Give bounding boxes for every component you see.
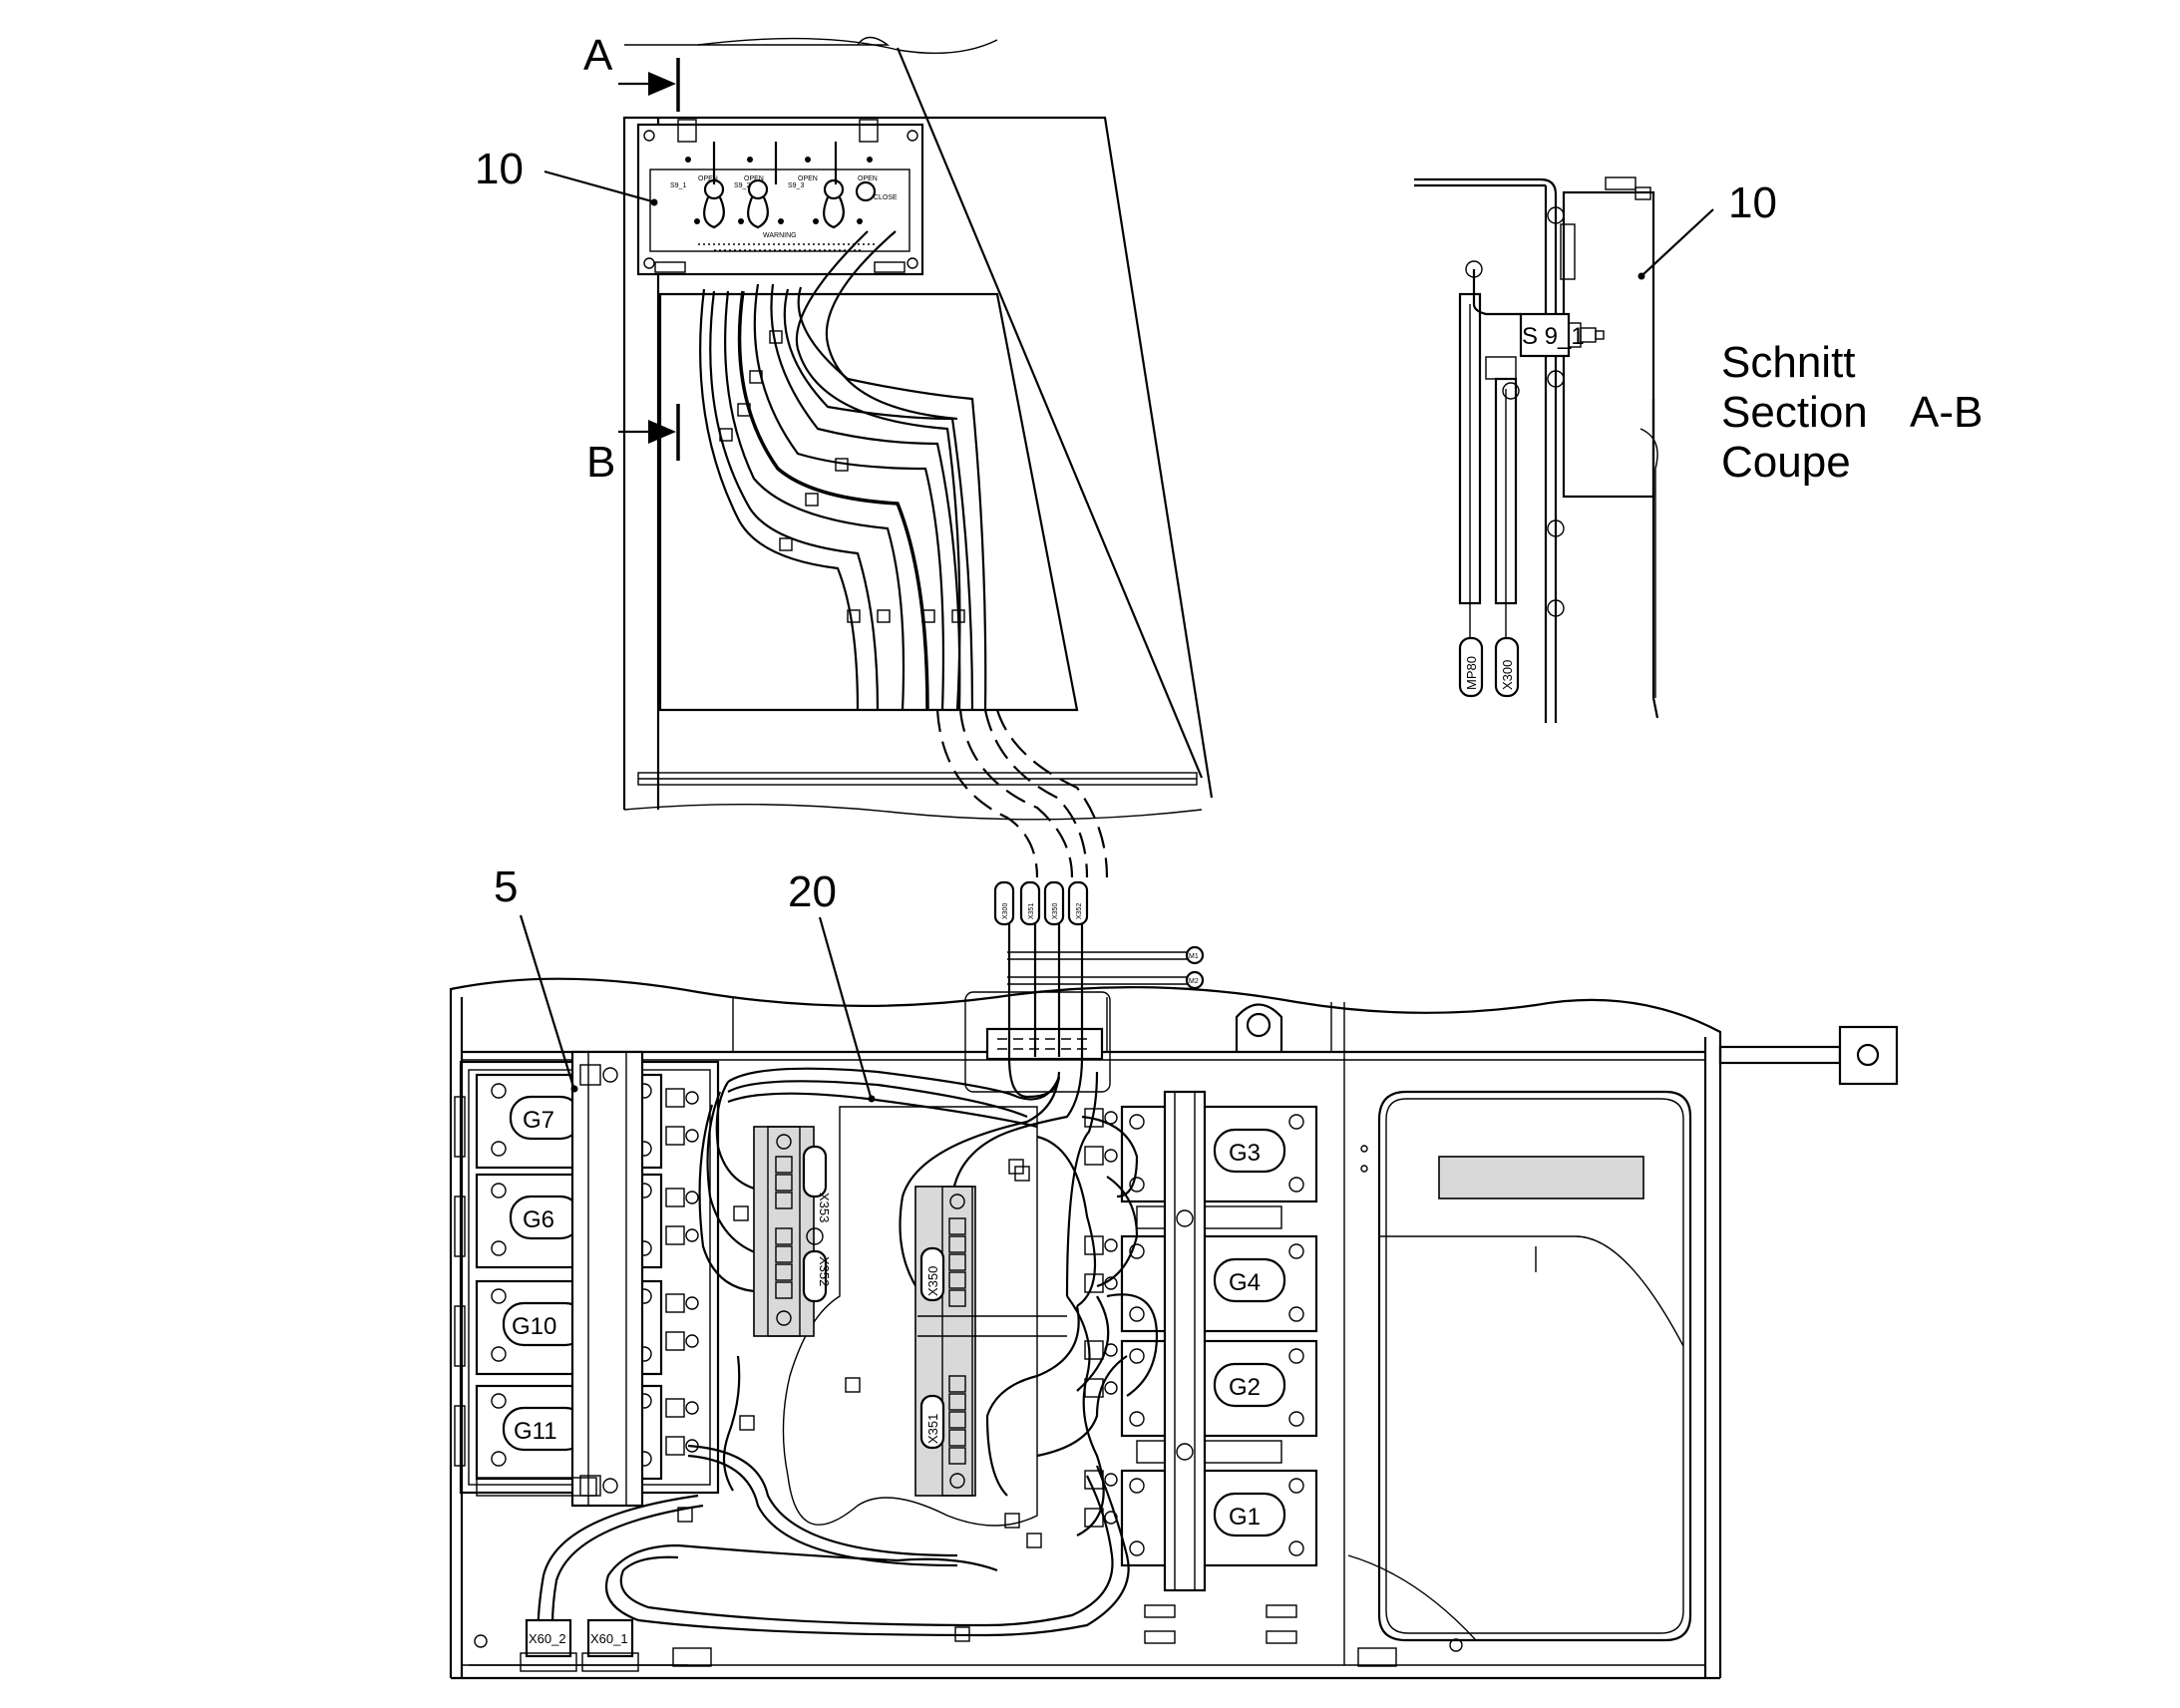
left-module-stack: G7 G6 G10 G11 (454, 1050, 720, 1508)
cable-feed: X300 X351 X350 X352 M1 M2 (964, 880, 1205, 1099)
module-cell-g2: G2 (1120, 1339, 1318, 1438)
feed-tag-1: X300 (1002, 903, 1009, 919)
module-label-g4: G4 (1229, 1269, 1261, 1296)
control-panel: OPEN OPEN OPEN OPEN S9_1 S9_2 S9_3 CLOSE… (636, 119, 924, 276)
module-cell-g11: G11 (475, 1384, 663, 1481)
warning-heading: WARNING (763, 232, 797, 239)
connector-x60-2: X60_2 (529, 1631, 566, 1646)
close-label: CLOSE (874, 194, 898, 201)
callout-5: 5 (494, 862, 518, 911)
module-label-g2: G2 (1229, 1374, 1261, 1401)
feed-tag-3: X350 (1052, 903, 1059, 919)
section-markers: A B (583, 31, 680, 487)
switch-id-3: S9_3 (788, 182, 804, 189)
switch-open-label-1: OPEN (698, 175, 718, 182)
callout-10-upper: 10 (475, 145, 524, 193)
module-cell-g4: G4 (1120, 1234, 1318, 1333)
section-ab-view: S 9_1 MP80 X300 (1414, 176, 1659, 723)
section-marker-b: B (586, 438, 615, 487)
switch-open-label-3: OPEN (798, 175, 818, 182)
fuse-tag-m1: M1 (1189, 953, 1199, 960)
switch-id-1: S9_1 (670, 182, 686, 189)
section-title-de: Schnitt (1721, 338, 1856, 387)
leader-20 (818, 916, 873, 1098)
module-label-g1: G1 (1229, 1504, 1261, 1531)
terminal-blocks: X353 X352 X350 X351 (753, 1126, 1067, 1497)
centre-mounting-plate (782, 1106, 1038, 1527)
module-cell-g3: G3 (1120, 1105, 1318, 1203)
leader-10-upper (544, 170, 653, 203)
callout-10-section: 10 (1728, 178, 1777, 227)
callout-20: 20 (788, 867, 837, 916)
module-label-g11: G11 (514, 1418, 557, 1445)
module-cell-g1: G1 (1120, 1469, 1318, 1567)
switch-s9-1-tag: S 9_1 (1522, 323, 1585, 350)
leader-10-section (1642, 208, 1714, 275)
module-label-g10: G10 (512, 1313, 556, 1340)
module-label-g7: G7 (523, 1107, 554, 1134)
cable-tag-x300: X300 (1500, 660, 1515, 690)
section-title-fr: Coupe (1721, 438, 1851, 487)
terminal-x350: X350 (925, 1266, 940, 1296)
cable-tag-mp80: MP80 (1464, 656, 1479, 690)
switch-open-label-2: OPEN (744, 175, 764, 182)
fuse-tag-m2: M2 (1189, 978, 1199, 985)
feed-tag-4: X352 (1076, 903, 1083, 919)
module-cell-g10: G10 (475, 1279, 663, 1376)
section-marker-a: A (583, 31, 613, 80)
section-title-ab: A-B (1910, 388, 1983, 437)
feed-tag-2: X351 (1028, 903, 1035, 919)
terminal-x352: X352 (817, 1256, 832, 1286)
output-connectors: X60_2 X60_1 (469, 1618, 688, 1672)
upper-cable-bundle (699, 230, 987, 711)
module-label-g6: G6 (523, 1206, 554, 1233)
cable-clips (677, 1159, 1042, 1642)
module-label-g3: G3 (1229, 1140, 1261, 1167)
terminal-x351: X351 (925, 1414, 940, 1444)
section-title-en: Section (1721, 388, 1868, 437)
terminal-x353: X353 (817, 1193, 832, 1222)
switch-open-label-4: OPEN (858, 175, 878, 182)
leader-5 (519, 914, 575, 1088)
dashed-cable-link (935, 709, 1109, 878)
right-module-stack: G3 G4 G2 G1 (1084, 1090, 1318, 1592)
switch-id-2: S9_2 (734, 182, 750, 189)
connector-x60-1: X60_1 (590, 1631, 628, 1646)
